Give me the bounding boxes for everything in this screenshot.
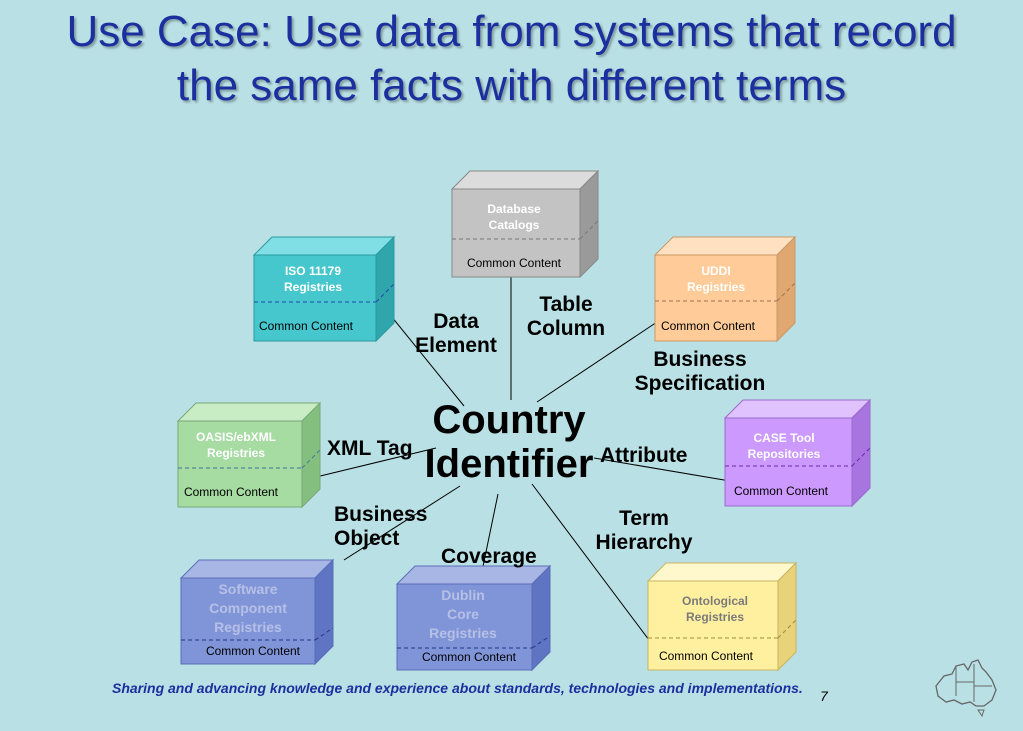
- term-line: Business: [334, 503, 428, 526]
- cube-front: [180, 577, 316, 665]
- term-line: Table: [539, 293, 593, 316]
- box-label-line: OASIS/ebXML: [195, 430, 276, 444]
- cube-side: [301, 401, 321, 509]
- cube-top: [653, 236, 797, 256]
- page-number: 7: [820, 688, 828, 704]
- cube-front: [177, 420, 303, 508]
- term-line: Hierarchy: [595, 531, 693, 554]
- common-content-label: Common Content: [733, 484, 829, 498]
- cube-side: [851, 398, 871, 508]
- box-label-line: Software: [218, 581, 278, 597]
- cube-shape: [176, 401, 322, 509]
- box-label: CASE Tool Repositories: [725, 430, 843, 462]
- box-label-line: Registries: [214, 619, 282, 635]
- cube-front: [451, 188, 581, 278]
- common-content-label: Common Content: [258, 319, 354, 333]
- term-coverage: Coverage: [441, 545, 537, 569]
- cube-top: [252, 236, 396, 256]
- box-label: UDDI Registries: [655, 263, 777, 295]
- term-line: Data: [433, 310, 479, 333]
- connector-case: [593, 457, 731, 482]
- box-label-line: Registries: [429, 625, 497, 641]
- box-label-line: Catalogs: [488, 218, 540, 232]
- cube-top: [450, 170, 600, 190]
- common-content-label: Common Content: [660, 319, 756, 333]
- term-line: Specification: [634, 372, 766, 395]
- term-line: Object: [334, 527, 400, 550]
- title-line-2: the same facts with different terms: [176, 61, 847, 110]
- term-data-element: Data Element: [408, 310, 504, 358]
- term-line: Element: [415, 334, 497, 357]
- center-line-1: Country: [432, 398, 586, 442]
- common-content-label: Common Content: [466, 256, 562, 270]
- cube-front: [647, 580, 779, 671]
- box-label-line: Ontological: [682, 594, 748, 608]
- box-label: Software Component Registries: [181, 580, 315, 637]
- cube-top: [176, 402, 322, 422]
- box-label-line: Registries: [283, 280, 343, 294]
- term-xml-tag: XML Tag: [327, 437, 413, 461]
- box-label-line: Registries: [206, 446, 266, 460]
- term-term-hierarchy: Term Hierarchy: [586, 507, 702, 555]
- cube-shape: [179, 558, 335, 666]
- cube-front: [253, 254, 377, 342]
- box-label: ISO 11179 Registries: [254, 263, 372, 295]
- common-content-label: Common Content: [183, 485, 279, 499]
- center-line-2: Identifier: [424, 442, 594, 486]
- cube-front: [654, 254, 778, 342]
- term-line: XML Tag: [327, 437, 413, 460]
- cube-shape: [646, 561, 798, 672]
- cube-front: [396, 583, 533, 671]
- connector-oasis: [311, 447, 437, 479]
- connector-ontological: [531, 483, 659, 653]
- term-line: Term: [619, 507, 669, 530]
- title-line-1: Use Case: Use data from systems that rec…: [66, 7, 957, 56]
- term-business-specification: Business Specification: [620, 348, 780, 396]
- box-label: Database Catalogs: [452, 201, 576, 233]
- slide-title: Use Case: Use data from systems that rec…: [10, 5, 1013, 113]
- cube-shape: [653, 235, 797, 343]
- term-table-column: Table Column: [518, 293, 614, 341]
- cube-top: [179, 559, 335, 579]
- footer-tagline: Sharing and advancing knowledge and expe…: [112, 680, 803, 696]
- term-line: Attribute: [600, 444, 688, 467]
- term-line: Business: [653, 348, 747, 371]
- term-line: Coverage: [441, 545, 537, 568]
- cube-side: [776, 235, 796, 343]
- australia-map-icon: [935, 659, 997, 718]
- box-label-line: CASE Tool: [753, 431, 815, 445]
- center-concept: Country Identifier: [404, 398, 614, 486]
- cube-shape: [723, 398, 872, 508]
- box-label: OASIS/ebXML Registries: [178, 429, 294, 461]
- cube-top: [723, 399, 872, 419]
- common-content-label: Common Content: [658, 649, 754, 663]
- connector-uddi: [536, 317, 664, 403]
- common-content-label: Common Content: [205, 644, 301, 658]
- box-label-line: Core: [447, 606, 479, 622]
- cube-side: [375, 235, 395, 343]
- cube-shape: [395, 564, 552, 672]
- cube-shape: [252, 235, 396, 343]
- box-label-line: UDDI: [701, 264, 731, 278]
- cube-top: [646, 562, 798, 582]
- box-label-line: Database: [487, 202, 541, 216]
- box-label-line: Repositories: [747, 447, 821, 461]
- box-label: Dublin Core Registries: [397, 586, 529, 643]
- box-label-line: Registries: [685, 610, 745, 624]
- box-label: Ontological Registries: [648, 593, 782, 625]
- term-attribute: Attribute: [600, 444, 688, 468]
- cube-shape: [450, 169, 600, 279]
- box-label-line: Dublin: [441, 587, 485, 603]
- connector-software: [343, 485, 461, 561]
- common-content-label: Common Content: [421, 650, 517, 664]
- cube-front: [724, 417, 853, 507]
- box-label-line: Registries: [686, 280, 746, 294]
- term-line: Column: [526, 317, 606, 340]
- term-business-object: Business Object: [334, 503, 427, 551]
- box-label-line: Component: [209, 600, 287, 616]
- box-label-line: ISO 11179: [284, 264, 342, 278]
